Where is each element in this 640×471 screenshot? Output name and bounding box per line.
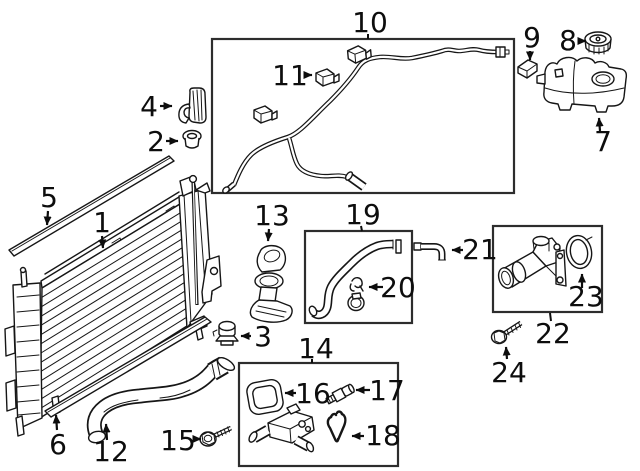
callout-4-label[interactable]: 4	[140, 90, 158, 123]
elbow-connector-drawing	[413, 242, 446, 261]
thermostat-housing-drawing	[497, 235, 567, 289]
drain-valve-drawing	[212, 320, 239, 346]
thermostat-gasket-drawing	[565, 234, 593, 270]
coolant-reservoir-drawing	[536, 56, 628, 113]
callout-18-label[interactable]: 18	[365, 419, 401, 452]
filler-pipe-drawing	[249, 244, 293, 323]
callout-19-label[interactable]: 19	[345, 198, 381, 231]
reservoir-clip-drawing	[517, 59, 538, 79]
hose-clip-b	[315, 68, 340, 87]
callout-5-arrow	[43, 210, 52, 226]
bolt-drawing	[199, 425, 232, 447]
reservoir-cap-drawing	[584, 31, 612, 55]
callout-10-label[interactable]: 10	[352, 6, 388, 39]
callout-8-label[interactable]: 8	[559, 24, 577, 57]
radiator-core-fins	[39, 212, 187, 410]
callout-20-label[interactable]: 20	[380, 271, 416, 304]
overflow-hose-assembly-drawing	[222, 45, 510, 194]
callout-7-label[interactable]: 7	[594, 125, 612, 158]
callout-13-label[interactable]: 13	[254, 199, 290, 232]
lower-seal-strip-drawing	[44, 316, 212, 418]
callout-21-label[interactable]: 21	[462, 233, 498, 266]
upper-seal-strip-drawing	[8, 155, 175, 257]
lower-hose-drawing	[86, 356, 236, 444]
callout-24-arrow	[502, 346, 511, 360]
callout-7-arrow	[595, 117, 604, 132]
callout-9-label[interactable]: 9	[523, 21, 541, 54]
callout-22-label[interactable]: 22	[535, 317, 571, 350]
callout-2-label[interactable]: 2	[147, 125, 165, 158]
callout-1-label[interactable]: 1	[93, 206, 111, 239]
callout-6-arrow	[52, 414, 61, 431]
connector-gasket-drawing	[246, 379, 284, 415]
callout-12-label[interactable]: 12	[93, 435, 129, 468]
hose-clip-c	[253, 105, 278, 124]
hose-clip-a	[346, 45, 372, 64]
callout-19-leader	[360, 225, 363, 232]
water-outlet-housing-drawing	[248, 403, 315, 453]
callout-17-label[interactable]: 17	[369, 374, 405, 407]
callout-6-label[interactable]: 6	[49, 428, 67, 461]
retaining-clip-drawing	[326, 410, 347, 443]
callout-22-leader	[549, 312, 552, 322]
thermostat-bolt-drawing	[490, 320, 523, 345]
bracket-clip-drawing	[178, 87, 207, 124]
callout-14-label[interactable]: 14	[298, 332, 334, 365]
callouts-layer: 1 2 3 4 5 6 7 8 9 10 11 12 13 14 15 16 1	[40, 6, 612, 468]
grommet-nut-drawing	[182, 129, 202, 149]
upper-hose-drawing	[308, 239, 402, 320]
callout-11-label[interactable]: 11	[272, 59, 308, 92]
callout-12-arrow	[102, 423, 111, 441]
callout-23-label[interactable]: 23	[568, 280, 604, 313]
radiator-drawing	[4, 174, 222, 437]
callout-1-arrow	[98, 235, 107, 249]
callout-13-arrow	[264, 228, 273, 242]
callout-5-label[interactable]: 5	[40, 181, 58, 214]
callout-16-label[interactable]: 16	[295, 377, 331, 410]
callout-3-label[interactable]: 3	[254, 320, 272, 353]
callout-15-label[interactable]: 15	[160, 424, 196, 457]
sensor-drawing	[325, 383, 355, 405]
callout-24-label[interactable]: 24	[491, 356, 527, 389]
